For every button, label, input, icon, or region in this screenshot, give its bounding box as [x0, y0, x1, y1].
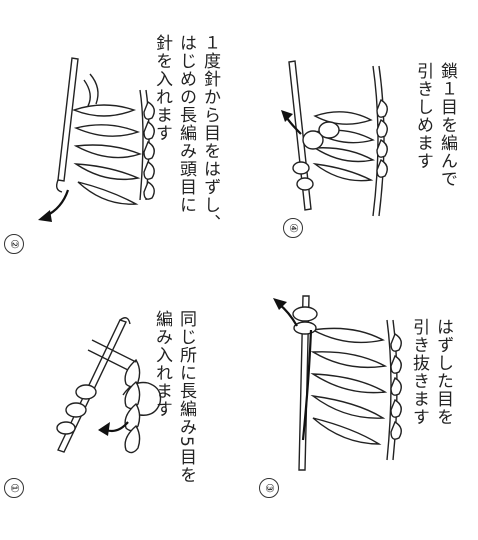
step-4-text-line1: 鎖１目を編んで [437, 62, 457, 188]
step-1-text-line2: 編み入れます [152, 310, 172, 418]
step-3-text: はずした目を 引き抜きます [407, 318, 455, 426]
step-4-illustration [265, 60, 415, 220]
step-2-number: ② [4, 234, 24, 254]
step-1-text: 同じ所に長編み5目を 編み入れます [150, 310, 198, 484]
step-2-text-line3: 針を入れます [152, 34, 172, 142]
step-2-text-line1: １度針から目をはずし、 [200, 34, 220, 232]
step-2-text: １度針から目をはずし、 はじめの長編み頭目に 針を入れます [150, 34, 222, 232]
step-2-text-line2: はじめの長編み頭目に [176, 34, 196, 214]
step-3-number: ③ [259, 478, 279, 498]
step-3-text-line2: 引き抜きます [409, 318, 429, 426]
step-1-text-line1: 同じ所に長編み5目を [176, 310, 196, 484]
step-3-illustration [273, 290, 423, 480]
step-4-panel: ④ 鎖１目を編んで 引きしめます [239, 0, 478, 270]
step-1-number: ① [4, 478, 24, 498]
step-4-number: ④ [283, 218, 303, 238]
step-3-panel: ③ はずした目を 引き抜きます [239, 270, 478, 540]
step-1-panel: ① 同じ所に長編み5目を 編み入れます [0, 270, 239, 540]
step-3-text-line1: はずした目を [433, 318, 453, 426]
step-4-text: 鎖１目を編んで 引きしめます [411, 62, 459, 188]
step-2-panel: ② １度針から目をはずし、 はじめの長編み頭目に 針を入れます [0, 0, 239, 270]
step-4-text-line2: 引きしめます [413, 62, 433, 170]
